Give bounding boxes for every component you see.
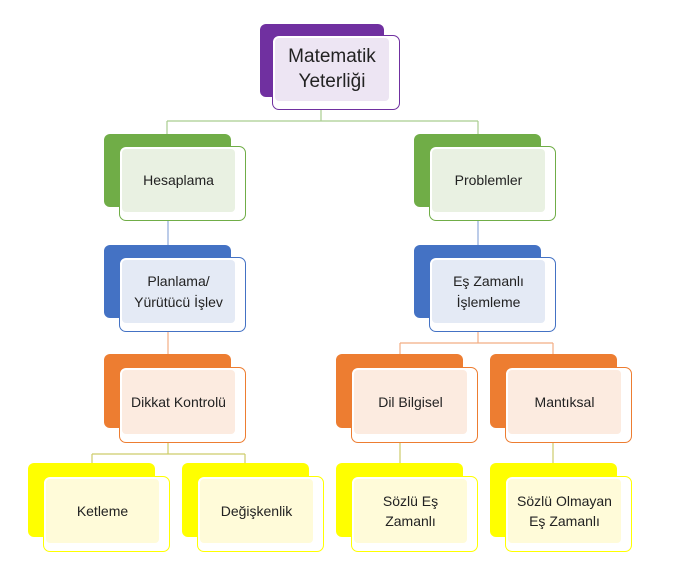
node-dil-bilgisel: Dil Bilgisel [336,354,478,443]
connector-eszamanli-dil-mantiksal [399,332,554,365]
node-label: Ketleme [76,502,129,519]
node-hesaplama: Hesaplama [104,134,246,221]
node-sozlu-es-zamanli: Sözlü Eş Zamanlı [336,463,478,552]
node-problemler: Problemler [414,134,556,221]
node-label: Dil Bilgisel [378,393,443,410]
node-es-zamanli-islemleme: Eş Zamanlı İşlemleme [414,245,556,332]
node-label: Değişkenlik [220,502,293,519]
node-label: Planlama/ Yürütücü İşlev [134,273,223,310]
node-sozlu-olmayan-es-zamanli: Sözlü Olmayan Eş Zamanlı [490,463,632,552]
node-label: Problemler [454,172,523,189]
node-planlama-yurutucu-islev: Planlama/ Yürütücü İşlev [104,245,246,332]
node-ketleme: Ketleme [28,463,170,552]
node-label: Dikkat Kontrolü [131,393,226,410]
connector-dikkat-ketleme-degiskenlik [91,443,246,474]
node-label: Mantıksal [534,393,595,410]
connector-root-to-branches [166,110,479,146]
node-degiskenlik: Değişkenlik [182,463,324,552]
node-label: Sözlü Eş Zamanlı [382,492,439,529]
node-label: Hesaplama [143,172,214,189]
node-matematik-yeterligi: Matematik Yeterliği [260,24,400,110]
node-dikkat-kontrolu: Dikkat Kontrolü [104,354,246,443]
node-label: Eş Zamanlı İşlemleme [453,273,524,310]
node-label: Matematik Yeterliği [288,45,376,92]
node-mantiksal: Mantıksal [490,354,632,443]
node-label: Sözlü Olmayan Eş Zamanlı [517,492,612,529]
